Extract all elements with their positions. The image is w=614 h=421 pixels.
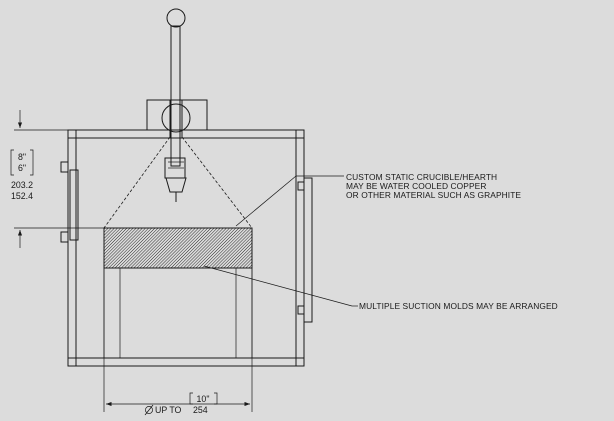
- width-imperial: 10": [197, 394, 210, 404]
- arc-cone: [103, 136, 253, 229]
- height-metric-max: 203.2: [11, 180, 33, 190]
- chamber-top-wall: [67, 129, 305, 139]
- right-door: [297, 177, 313, 323]
- height-imperial-max: 8": [18, 152, 26, 162]
- height-metric-min: 152.4: [11, 191, 33, 201]
- torch-head: [164, 157, 187, 202]
- width-dimension: 10" UP TO 254: [103, 268, 253, 416]
- crucible-callout: CUSTOM STATIC CRUCIBLE/HEARTH MAY BE WAT…: [235, 172, 521, 227]
- chamber-right-wall: [295, 129, 305, 367]
- crucible-hearth: [103, 227, 253, 269]
- width-metric: 254: [193, 405, 208, 415]
- left-door: [60, 161, 79, 243]
- feedthrough: [146, 99, 208, 139]
- molds-label: MULTIPLE SUCTION MOLDS MAY BE ARRANGED: [359, 301, 558, 311]
- suction-molds: [103, 268, 253, 358]
- width-prefix: UP TO: [155, 405, 182, 415]
- height-imperial-min: 6": [18, 163, 26, 173]
- chamber-bottom-wall: [67, 357, 305, 367]
- molds-callout: MULTIPLE SUCTION MOLDS MAY BE ARRANGED: [203, 265, 558, 311]
- chamber-left-wall: [67, 129, 77, 367]
- crucible-label-line2: MAY BE WATER COOLED COPPER: [346, 181, 487, 191]
- crucible-label-line1: CUSTOM STATIC CRUCIBLE/HEARTH: [346, 172, 497, 182]
- electrode-stem: [166, 8, 186, 167]
- height-dimension: 8" 6" 203.2 152.4: [10, 110, 104, 248]
- diameter-icon: [144, 404, 154, 416]
- crucible-label-line3: OR OTHER MATERIAL SUCH AS GRAPHITE: [346, 190, 521, 200]
